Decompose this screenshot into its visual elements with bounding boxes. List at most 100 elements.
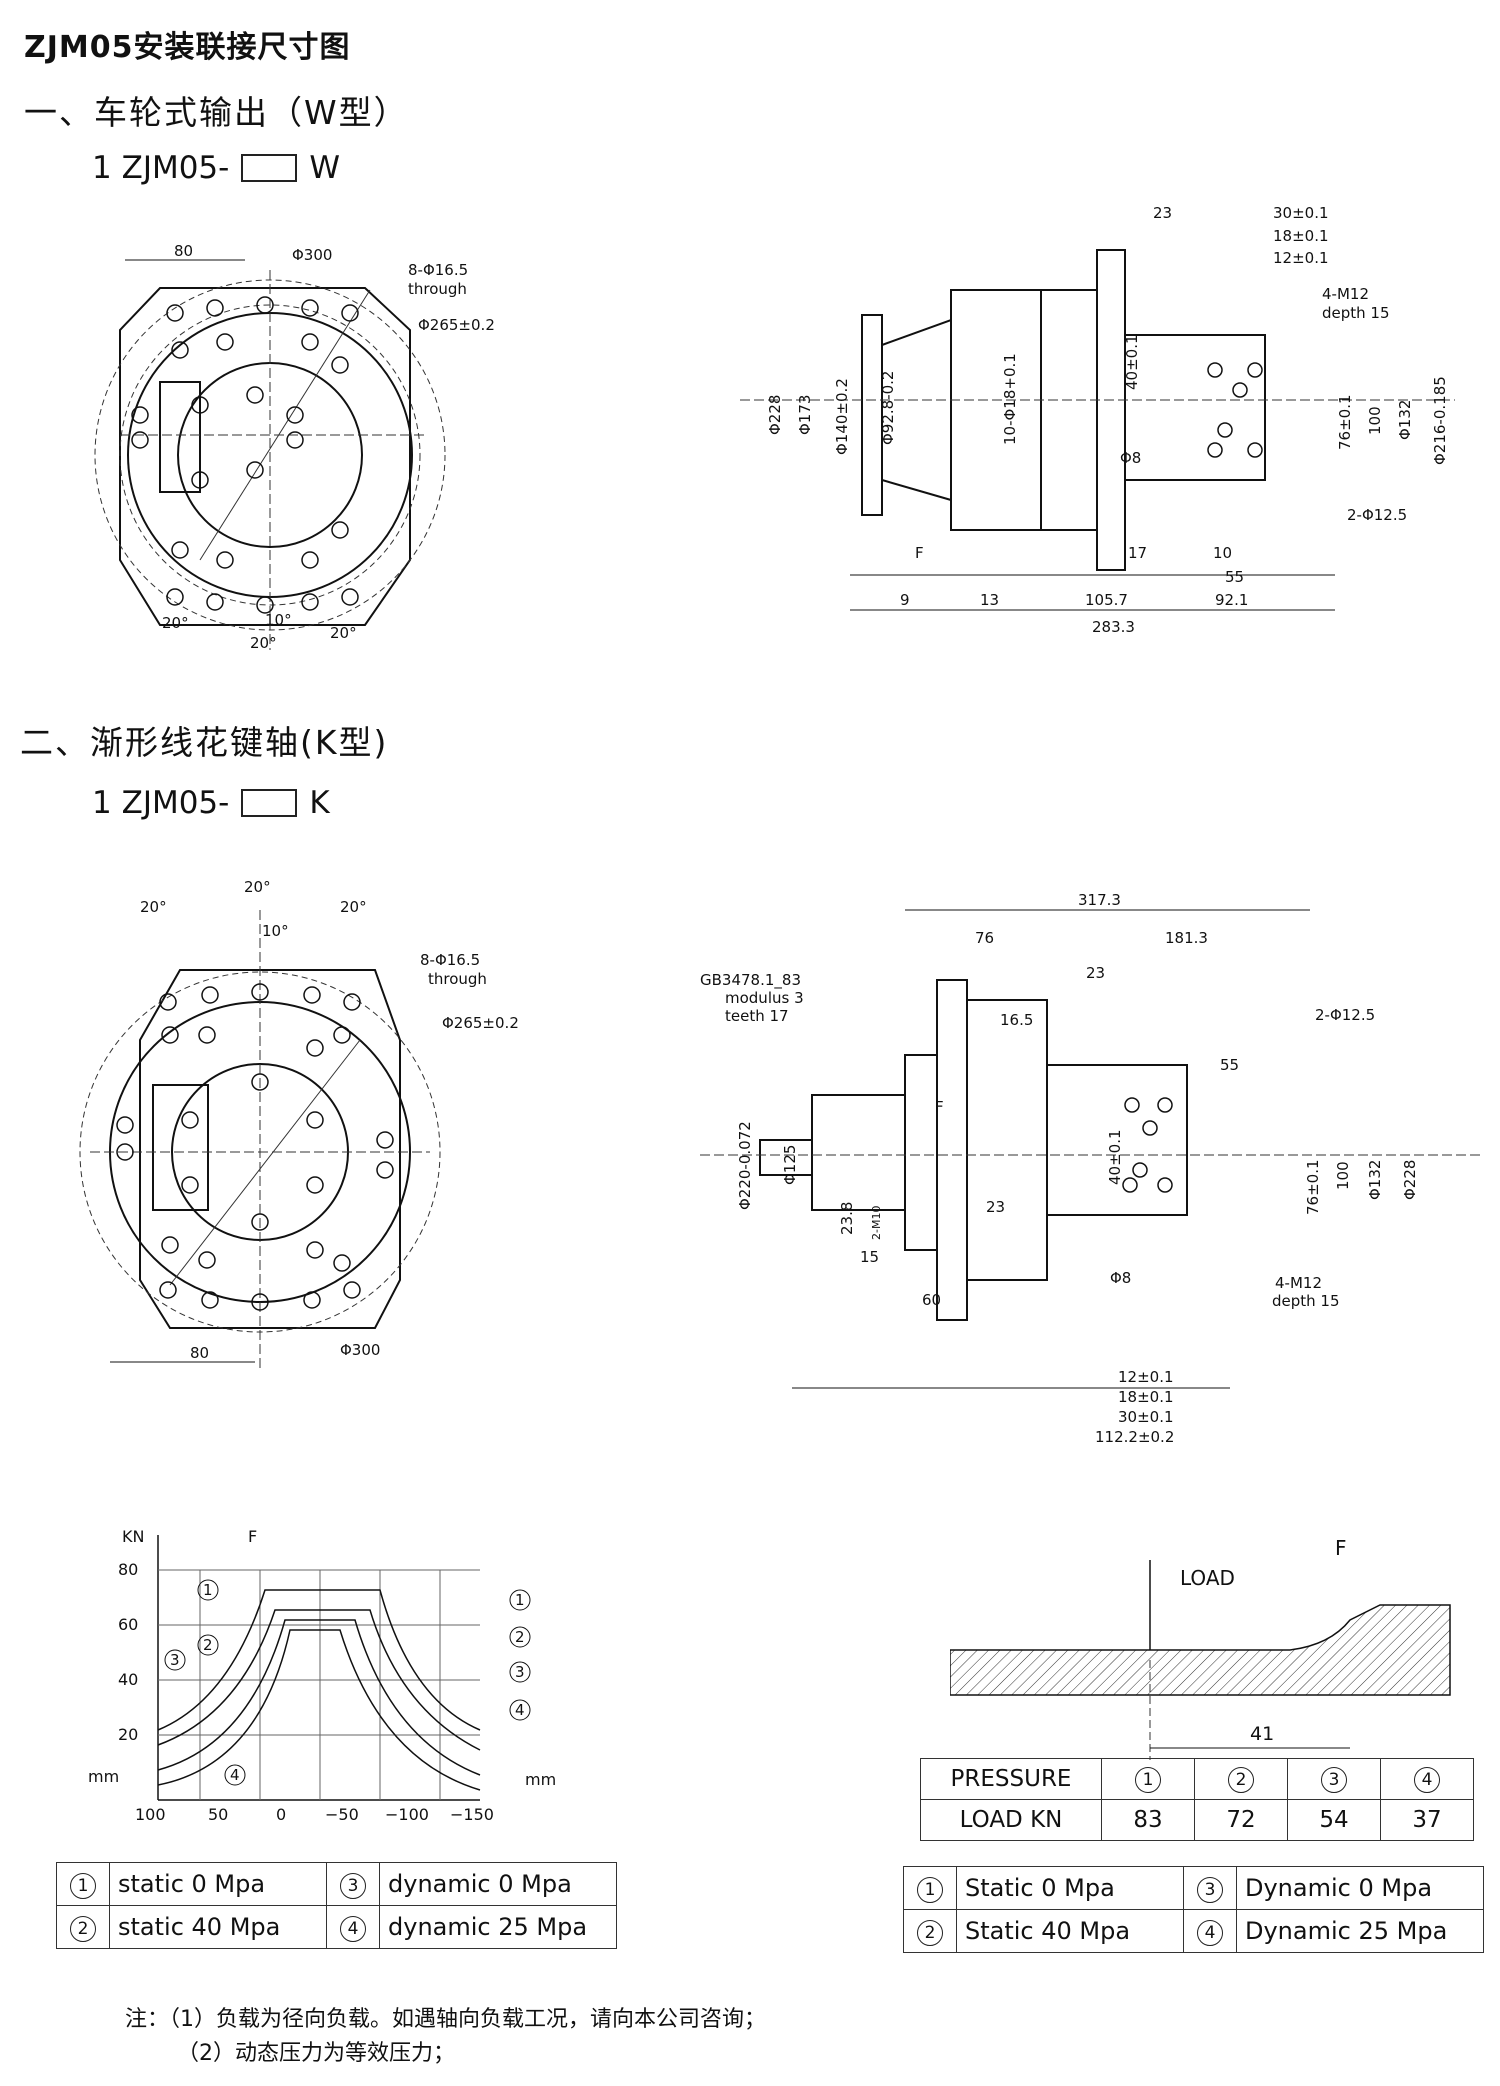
x-unit-right: mm bbox=[525, 1770, 556, 1789]
legend-num: 3 bbox=[340, 1873, 366, 1899]
diag-line bbox=[199, 289, 371, 561]
angle-20b: 20° bbox=[250, 634, 277, 652]
section1-heading: 一、车轮式输出（W型） bbox=[24, 93, 409, 132]
dim-10: 10 bbox=[1213, 544, 1232, 562]
load-label: LOAD KN bbox=[920, 1799, 1102, 1841]
label-F: F bbox=[248, 1527, 257, 1546]
angle-10: 10° bbox=[265, 611, 292, 629]
flange-outline bbox=[119, 287, 411, 626]
dim-phi18: 10-Φ18+0.1 bbox=[1001, 353, 1019, 445]
x-unit-left: mm bbox=[88, 1767, 119, 1786]
model-code-box bbox=[241, 789, 298, 817]
dim-40: 40±0.1 bbox=[1106, 1129, 1124, 1185]
gb-line3: teeth 17 bbox=[725, 1007, 789, 1025]
dim-100: 100 bbox=[1366, 406, 1384, 435]
page-title: ZJM05安装联接尺寸图 bbox=[24, 30, 351, 65]
dim-holes125: 2-Φ12.5 bbox=[1315, 1006, 1375, 1024]
model-suffix: K bbox=[309, 785, 330, 821]
legend-left: 1 static 0 Mpa 3 dynamic 0 Mpa 2 static … bbox=[56, 1862, 617, 1949]
shaft-housing bbox=[811, 1094, 906, 1211]
dim-76: 76±0.1 bbox=[1336, 394, 1354, 450]
ytick: 60 bbox=[118, 1615, 138, 1634]
dim-17: 17 bbox=[1128, 544, 1147, 562]
dim-phi8: Φ8 bbox=[1110, 1269, 1131, 1287]
mount-flange bbox=[936, 979, 968, 1321]
k-side-view: 317.3 76 181.3 23 GB3478.1_83 modulus 3 … bbox=[700, 891, 1480, 1446]
xtick: −150 bbox=[450, 1805, 494, 1820]
model-code-box bbox=[241, 154, 298, 182]
hub-cone bbox=[881, 318, 952, 502]
body-right bbox=[1040, 289, 1098, 531]
col-num: 1 bbox=[1135, 1767, 1161, 1793]
dim-phi132: Φ132 bbox=[1396, 400, 1414, 440]
diag-line bbox=[169, 1039, 361, 1286]
dim-80: 80 bbox=[190, 1344, 209, 1362]
dim-55: 55 bbox=[1225, 568, 1244, 586]
dim-phi92: Φ92.8-0.2 bbox=[879, 371, 897, 445]
dim-phi228: Φ228 bbox=[1401, 1160, 1419, 1200]
legend-text: Static 0 Mpa bbox=[956, 1866, 1184, 1910]
curve-markers bbox=[164, 1579, 531, 1786]
dim-60: 60 bbox=[922, 1291, 941, 1309]
label-load: LOAD bbox=[1180, 1566, 1235, 1590]
pressure-label: PRESSURE bbox=[920, 1758, 1102, 1800]
col-num: 2 bbox=[1228, 1767, 1254, 1793]
dim-15: 15 bbox=[860, 1248, 879, 1266]
dim-283: 283.3 bbox=[1092, 618, 1135, 636]
dim-12: 12±0.1 bbox=[1273, 249, 1329, 267]
model-prefix: 1 ZJM05- bbox=[92, 150, 230, 186]
dim-m12: 4-M12 bbox=[1322, 285, 1369, 303]
dim-phi265: Φ265±0.2 bbox=[418, 316, 495, 334]
dim-12: 12±0.1 bbox=[1118, 1368, 1174, 1386]
dim-55: 55 bbox=[1220, 1056, 1239, 1074]
legend-text: Static 40 Mpa bbox=[956, 1909, 1184, 1953]
valve-ports bbox=[1207, 362, 1263, 458]
section1-model: 1 ZJM05- W bbox=[92, 150, 340, 186]
dim-holes: 8-Φ16.5 bbox=[408, 261, 468, 279]
dim-100: 100 bbox=[1334, 1161, 1352, 1190]
note-line1: 注：（1）负载为径向负载。如遇轴向负载工况，请向本公司咨询； bbox=[125, 2007, 766, 2032]
dim-phi125: Φ125 bbox=[781, 1145, 799, 1185]
body-center bbox=[966, 999, 1048, 1281]
dim-23a: 23 bbox=[1086, 964, 1105, 982]
dim-phi173: Φ173 bbox=[796, 395, 814, 435]
flange-outline bbox=[139, 969, 401, 1329]
dim-30: 30±0.1 bbox=[1118, 1408, 1174, 1426]
dim-112: 112.2±0.2 bbox=[1095, 1428, 1174, 1446]
dim-phi220: Φ220-0.072 bbox=[736, 1121, 754, 1210]
angle-20a: 20° bbox=[140, 898, 167, 916]
dim-16.5: 16.5 bbox=[1000, 1011, 1033, 1029]
legend-text: Dynamic 0 Mpa bbox=[1236, 1866, 1484, 1910]
dim-76b: 76±0.1 bbox=[1304, 1159, 1322, 1215]
curve-label: 1 bbox=[515, 1591, 525, 1609]
legend-text: static 0 Mpa bbox=[109, 1862, 327, 1906]
dim-phi228: Φ228 bbox=[766, 395, 784, 435]
legend-text: dynamic 25 Mpa bbox=[379, 1905, 617, 1949]
legend-num: 2 bbox=[70, 1916, 96, 1942]
curve-label: 2 bbox=[515, 1628, 525, 1646]
hub-key bbox=[159, 381, 201, 493]
dim-18: 18±0.1 bbox=[1273, 227, 1329, 245]
dim-phi8: Φ8 bbox=[1120, 449, 1141, 467]
legend-text: static 40 Mpa bbox=[109, 1905, 327, 1949]
load-value: 37 bbox=[1380, 1799, 1474, 1841]
w-side-view: 23 30±0.1 18±0.1 12±0.1 4-M12 depth 15 Φ… bbox=[740, 204, 1455, 636]
dim-23b: 23 bbox=[986, 1198, 1005, 1216]
curve-label: 3 bbox=[515, 1663, 525, 1681]
curve-label: 4 bbox=[515, 1701, 525, 1719]
body-left bbox=[950, 289, 1042, 531]
angle-20a: 20° bbox=[162, 614, 189, 632]
load-curves bbox=[157, 1589, 481, 1791]
y-unit: KN bbox=[122, 1527, 144, 1546]
shaft-section bbox=[950, 1604, 1451, 1696]
dim-holes: 8-Φ16.5 bbox=[420, 951, 480, 969]
dim-holes125: 2-Φ12.5 bbox=[1347, 506, 1407, 524]
dim-phi132: Φ132 bbox=[1366, 1160, 1384, 1200]
ytick: 80 bbox=[118, 1560, 138, 1579]
dim-92: 92.1 bbox=[1215, 591, 1248, 609]
xtick: −100 bbox=[385, 1805, 429, 1820]
dim-317: 317.3 bbox=[1078, 891, 1121, 909]
legend-right: 1 Static 0 Mpa 3 Dynamic 0 Mpa 2 Static … bbox=[903, 1866, 1484, 1953]
label-F: F bbox=[915, 544, 924, 562]
note-line2: （2）动态压力为等效压力； bbox=[177, 2041, 455, 2066]
